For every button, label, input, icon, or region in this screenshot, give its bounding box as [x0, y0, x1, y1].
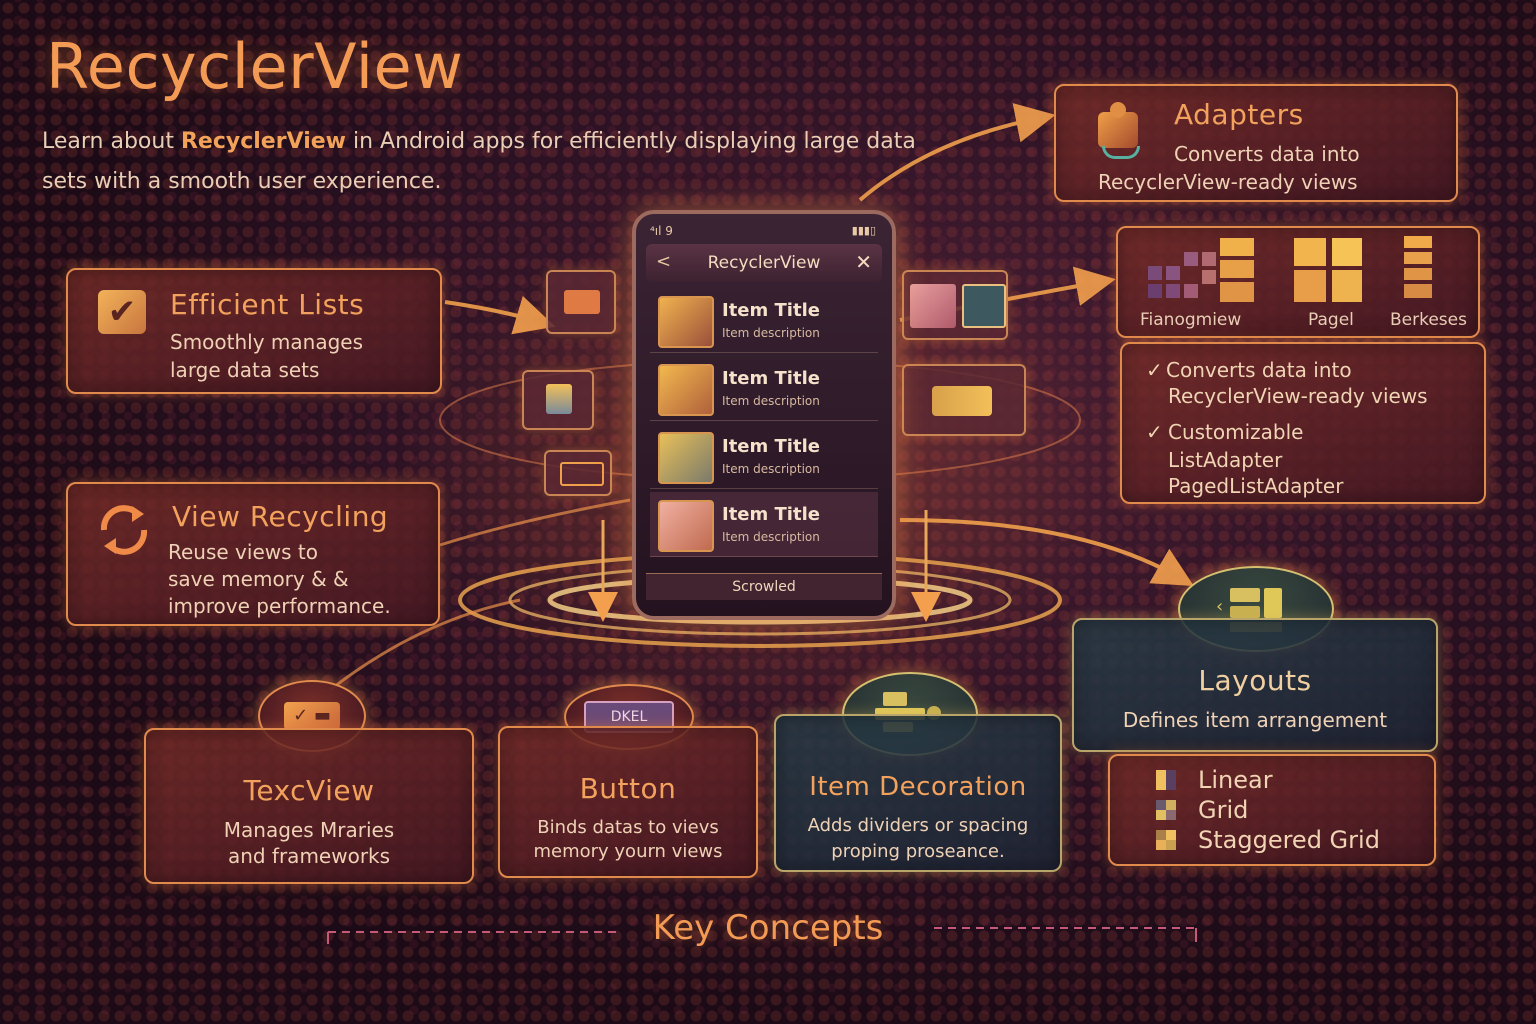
app-bar: < RecyclerView ✕ — [646, 244, 882, 282]
item-thumbnail — [658, 296, 714, 348]
efficient-lists-desc-1: Smoothly manages — [170, 330, 364, 354]
item-title: Item Title — [722, 504, 820, 525]
arrow-from-efficient-lists — [444, 295, 556, 335]
adapter-type-label-2: Pagel — [1308, 310, 1354, 330]
layout-option-staggered-grid[interactable]: Staggered Grid — [1198, 826, 1380, 854]
textview-card[interactable]: TexcView Manages Mraries and frameworks — [144, 728, 474, 884]
item-title: Item Title — [722, 368, 820, 389]
app-bar-title: RecyclerView — [707, 253, 821, 273]
layout-option-grid[interactable]: Grid — [1198, 796, 1249, 824]
efficient-lists-title: Efficient Lists — [170, 288, 365, 321]
adapters-title: Adapters — [1174, 98, 1304, 131]
grid-preview-2-icon — [1220, 238, 1254, 304]
list-item[interactable]: Item Title Item description — [650, 424, 878, 489]
recycle-icon — [100, 505, 148, 555]
button-title: Button — [579, 772, 677, 805]
adapter-bullets-panel: ✓ Converts data into RecyclerView-ready … — [1120, 342, 1486, 504]
key-concepts-label: Key Concepts — [652, 908, 884, 948]
view-recycling-desc-2: save memory & & — [168, 567, 349, 591]
textview-desc-2: and frameworks — [227, 844, 391, 868]
arrow-to-adapters — [858, 103, 1056, 202]
arrow-to-layouts — [899, 518, 1194, 587]
button-desc-2: memory yourn views — [533, 841, 723, 862]
bullet-2b: ListAdapter — [1168, 448, 1283, 472]
floating-card-1 — [546, 270, 616, 334]
layouts-desc: Defines item arrangement — [1122, 708, 1388, 732]
view-recycling-desc-3: improve performance. — [168, 594, 391, 618]
view-recycling-card[interactable]: View Recycling Reuse views to save memor… — [66, 482, 440, 626]
layouts-icon: ‹ — [1216, 584, 1296, 634]
status-bar-left: ⁴ıl 9 — [650, 224, 673, 238]
item-title: Item Title — [722, 300, 820, 321]
list-item[interactable]: Item Title Item description — [650, 288, 878, 353]
adapters-card[interactable]: Adapters Converts data into RecyclerView… — [1054, 84, 1458, 202]
grid-preview-3-icon — [1294, 238, 1374, 304]
item-title: Item Title — [722, 436, 820, 457]
item-description: Item description — [722, 394, 820, 408]
page-intro: Learn about RecyclerView in Android apps… — [42, 122, 922, 202]
check-icon: ✓ — [1146, 420, 1163, 444]
bullet-2c: PagedListAdapter — [1168, 474, 1344, 498]
grid-preview-1-icon — [1148, 242, 1228, 302]
list-item[interactable]: Item Title Item description — [650, 492, 878, 557]
item-description: Item description — [722, 462, 820, 476]
view-recycling-title: View Recycling — [172, 500, 389, 533]
floating-card-3 — [544, 450, 612, 496]
item-decoration-desc-2: proping proseance. — [831, 841, 1005, 862]
item-description: Item description — [722, 530, 820, 544]
line-from-view-recycling — [439, 498, 631, 547]
intro-highlight: RecyclerView — [180, 129, 346, 154]
item-description: Item description — [722, 326, 820, 340]
adapters-desc-2: RecyclerView-ready views — [1098, 170, 1358, 194]
item-thumbnail — [658, 432, 714, 484]
checkbox-icon: ✔ — [98, 290, 146, 334]
bullet-1a: Converts data into — [1166, 358, 1352, 382]
intro-prefix: Learn about — [42, 129, 181, 154]
list-item[interactable]: Item Title Item description — [650, 356, 878, 421]
layout-option-linear[interactable]: Linear — [1198, 766, 1273, 794]
textview-desc-1: Manages Mraries — [223, 818, 395, 842]
check-icon: ✓ — [1146, 358, 1163, 382]
item-decoration-card[interactable]: Item Decoration Adds dividers or spacing… — [774, 714, 1062, 872]
view-recycling-desc-1: Reuse views to — [168, 540, 318, 564]
grid-layout-icon — [1156, 800, 1176, 820]
bullet-1b: RecyclerView-ready views — [1168, 384, 1428, 408]
adapters-desc-1: Converts data into — [1174, 142, 1360, 166]
line-to-textview — [329, 598, 521, 692]
bullet-2a: Customizable — [1168, 420, 1304, 444]
layouts-title: Layouts — [1198, 664, 1312, 697]
close-icon[interactable]: ✕ — [855, 250, 872, 274]
layouts-card[interactable]: Layouts Defines item arrangement — [1072, 618, 1438, 752]
phone-mockup: ⁴ıl 9 ▮▮▮▯ < RecyclerView ✕ Item Title I… — [632, 210, 896, 620]
floating-card-2 — [522, 370, 594, 430]
page-title: RecyclerView — [46, 30, 464, 103]
item-thumbnail — [658, 500, 714, 552]
efficient-lists-card[interactable]: ✔ Efficient Lists Smoothly manages large… — [66, 268, 442, 394]
linear-layout-icon — [1156, 770, 1176, 790]
layouts-options-panel: Linear Grid Staggered Grid — [1108, 754, 1436, 866]
back-icon[interactable]: < — [656, 251, 672, 272]
floating-card-5 — [902, 364, 1026, 436]
item-decoration-desc-1: Adds dividers or spacing — [807, 815, 1029, 836]
adapter-type-label-3: Berkeses — [1390, 310, 1467, 330]
battery-icon: ▮▮▮▯ — [851, 224, 876, 237]
item-decoration-title: Item Decoration — [809, 772, 1027, 802]
scroll-status: Scrowled — [646, 573, 882, 600]
intro-suffix: in Android apps for efficiently displayi… — [42, 129, 916, 194]
item-thumbnail — [658, 364, 714, 416]
staggered-grid-icon — [1156, 830, 1176, 850]
button-desc-1: Binds datas to vievs — [537, 817, 719, 838]
adapter-type-label-1: Fianogmiew — [1140, 310, 1242, 330]
floating-card-4 — [902, 270, 1008, 340]
grid-preview-4-icon — [1404, 236, 1444, 302]
textview-icon: ✓ ▬ — [284, 702, 340, 730]
textview-title: TexcView — [243, 774, 375, 807]
button-card[interactable]: Button Binds datas to vievs memory yourn… — [498, 726, 758, 878]
puzzle-icon — [1092, 102, 1144, 159]
efficient-lists-desc-2: large data sets — [170, 358, 320, 382]
adapter-types-panel: Fianogmiew Pagel Berkeses — [1116, 226, 1480, 338]
